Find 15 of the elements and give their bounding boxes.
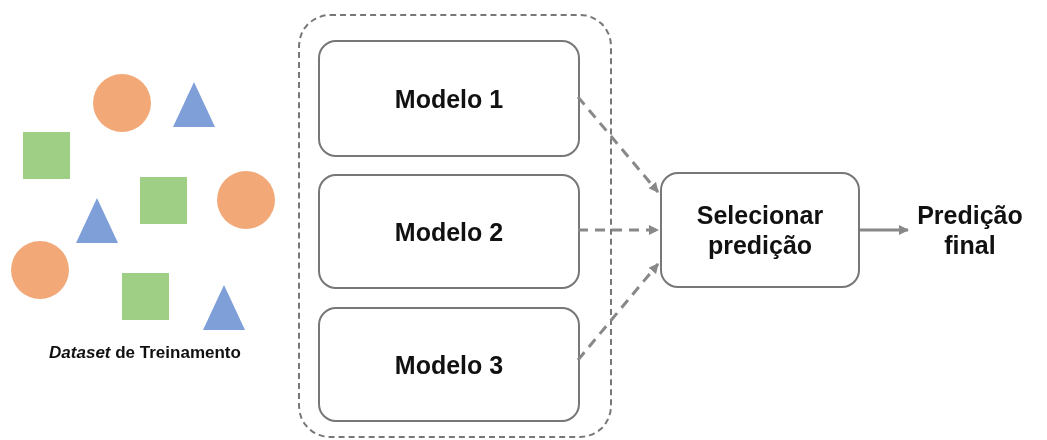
- node-text: Predição final: [916, 200, 1024, 260]
- node-text: Modelo 2: [394, 216, 504, 247]
- arrow: [576, 263, 660, 361]
- arrow: [576, 96, 660, 193]
- model-box: [318, 40, 580, 157]
- caption-text: Dataset de Treinamento: [48, 343, 242, 363]
- process-box: [660, 172, 860, 288]
- model-box: [318, 174, 580, 289]
- node-text: Modelo 3: [394, 349, 504, 380]
- node-text: Modelo 1: [394, 83, 504, 114]
- node-text: Selecionar predição: [695, 200, 825, 260]
- dashed-group-box: [298, 14, 612, 438]
- model-box: [318, 307, 580, 422]
- arrow: [578, 225, 659, 235]
- arrow: [860, 225, 909, 235]
